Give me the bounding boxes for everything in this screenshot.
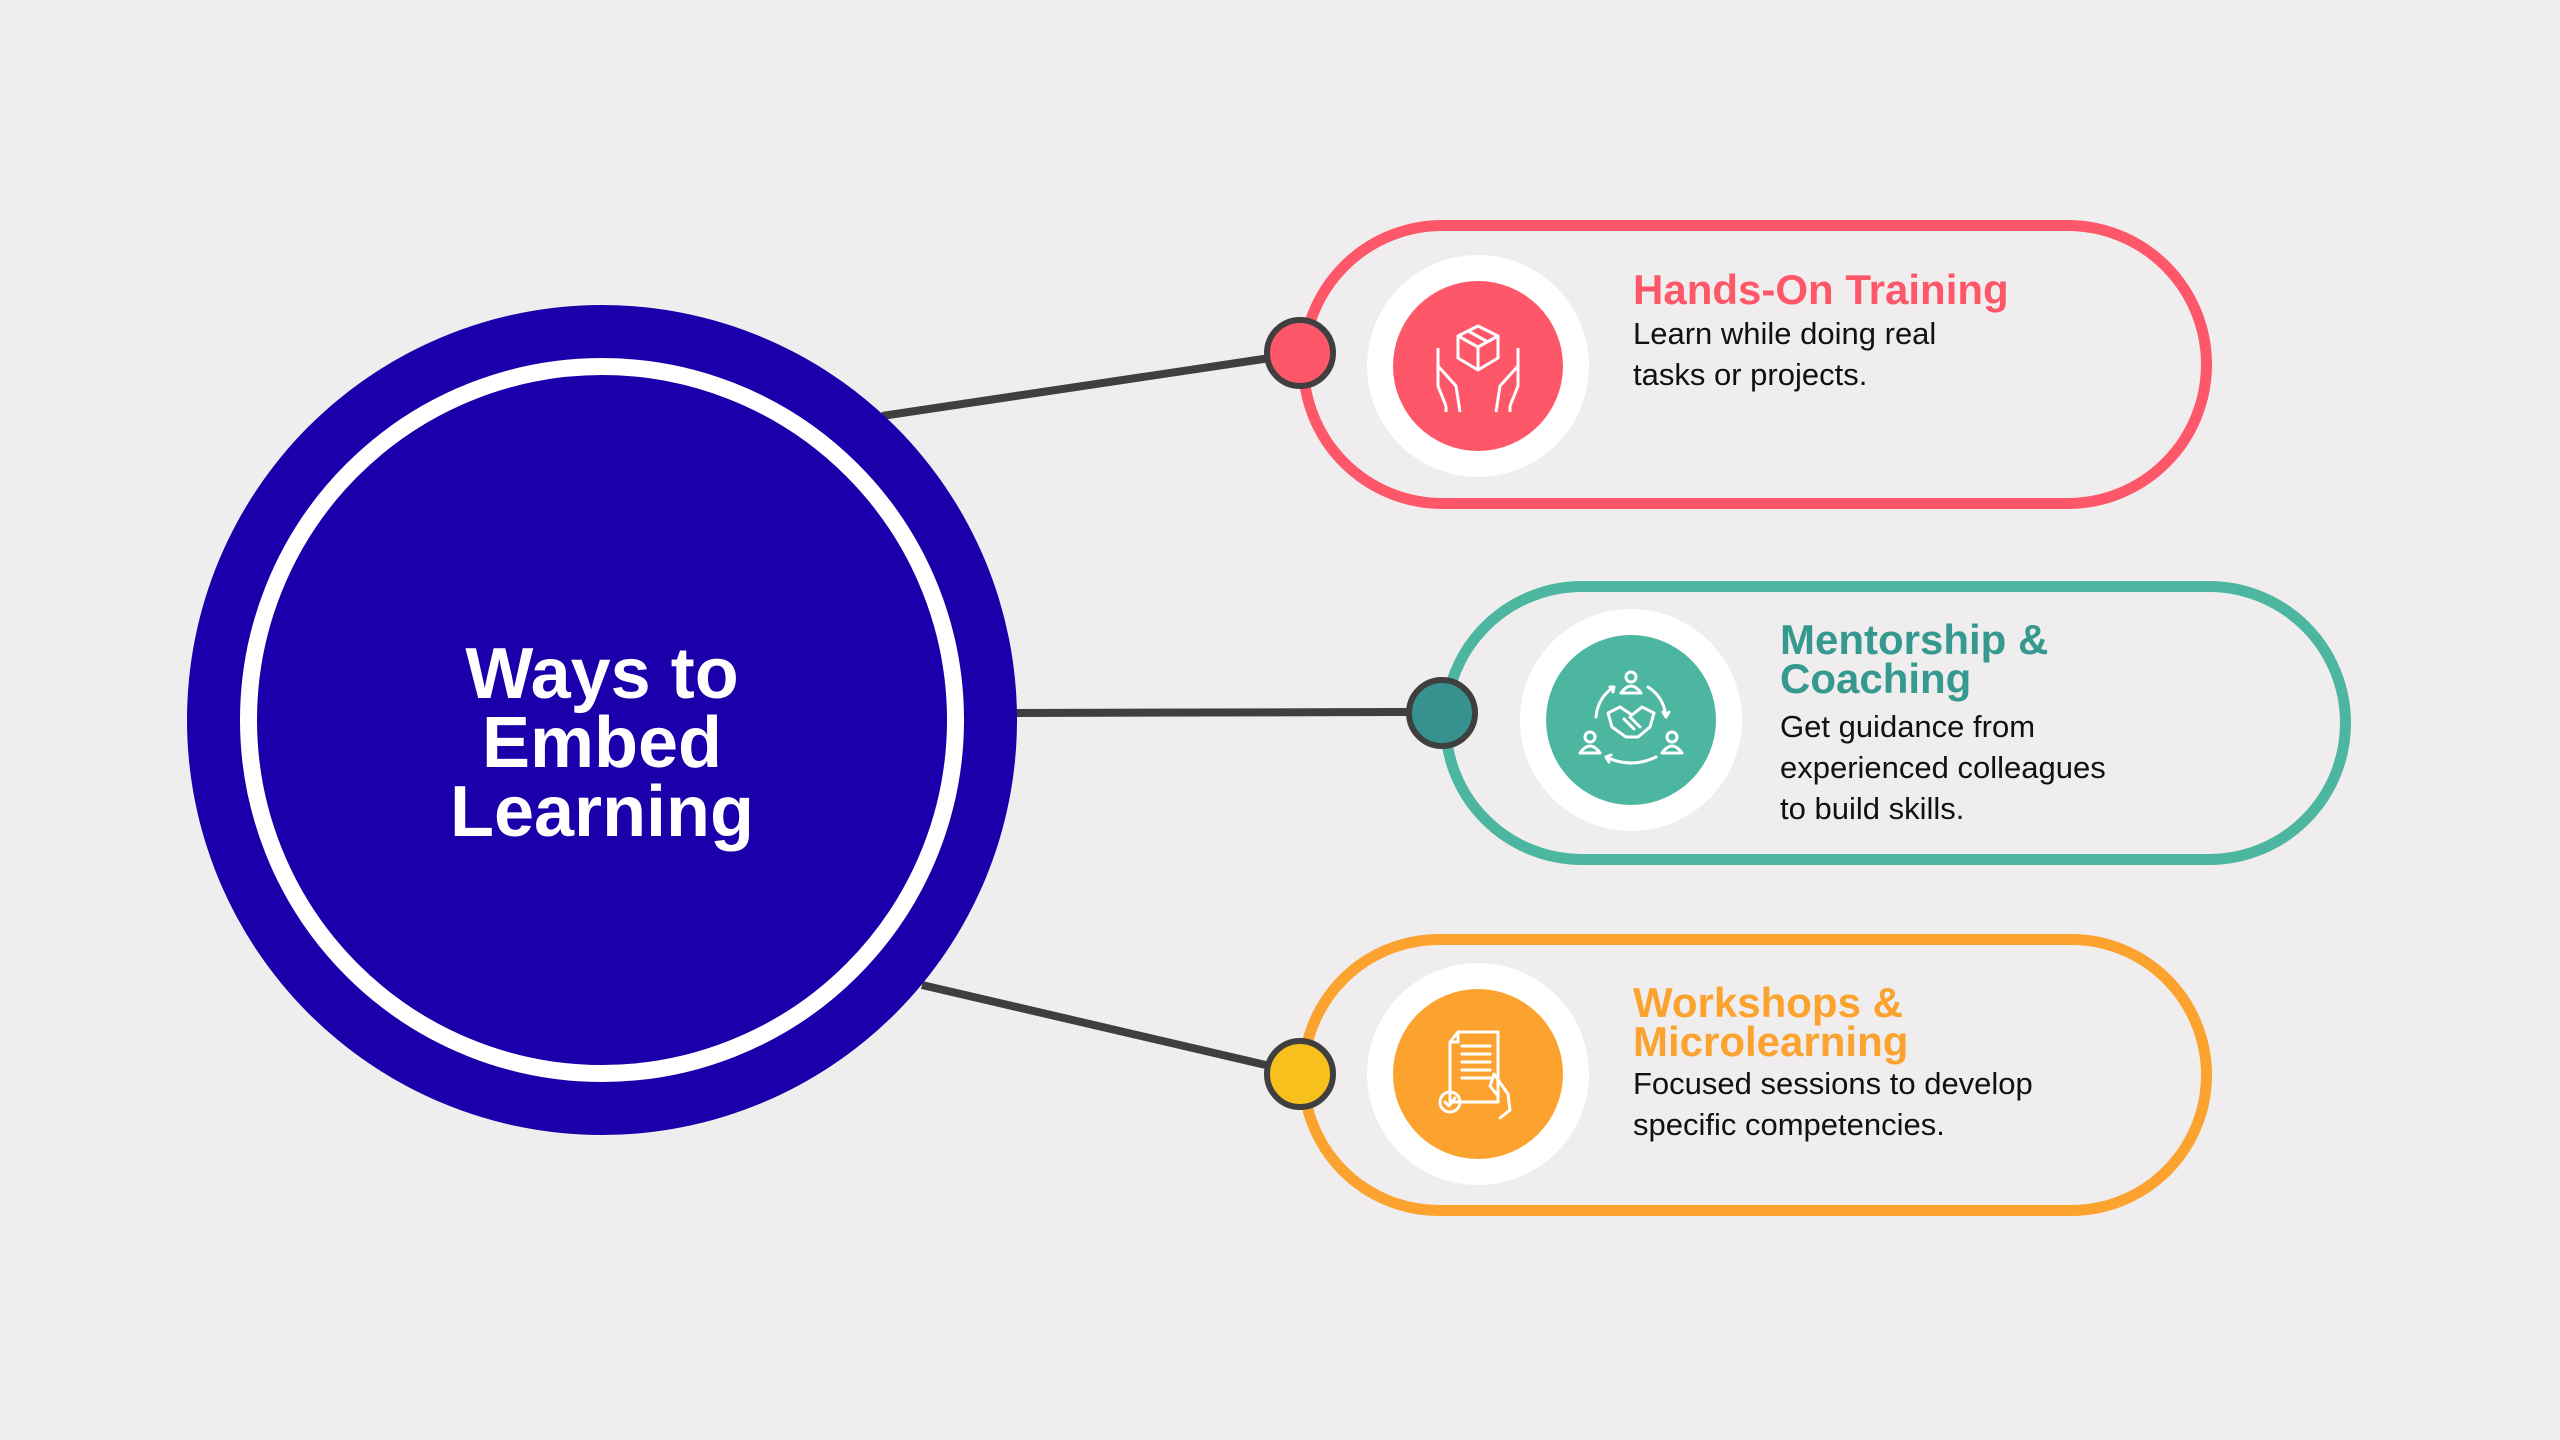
hub-title-line: Embed: [481, 703, 723, 783]
item-description: Learn while doing real tasks or projects…: [1633, 313, 2193, 395]
desc-line: experienced colleagues: [1780, 750, 2106, 785]
connector-line-3: [921, 981, 1271, 1070]
hub-title-line: Ways to: [465, 634, 739, 714]
desc-line: to build skills.: [1780, 791, 1965, 826]
desc-line: tasks or projects.: [1633, 357, 1868, 392]
icon-badge-2: [1520, 609, 1742, 831]
title-line: Coaching: [1780, 655, 1972, 702]
connector-line-1: [881, 354, 1271, 420]
desc-line: Focused sessions to develop: [1633, 1066, 2033, 1101]
item-text-1: Hands-On Training Learn while doing real…: [1633, 266, 2193, 395]
desc-line: Get guidance from: [1780, 709, 2036, 744]
hands-holding-box-icon: [1393, 281, 1563, 451]
icon-badge-3: [1367, 963, 1589, 1185]
title-line: Workshops &: [1633, 979, 1903, 1026]
hub-title: Ways to Embed Learning: [302, 634, 902, 852]
connector-dot-2: [1406, 677, 1478, 749]
item-title: Hands-On Training: [1633, 266, 2009, 313]
document-hand-check-icon: [1393, 989, 1563, 1159]
title-line: Microlearning: [1633, 1018, 1909, 1065]
title-line: Mentorship &: [1780, 616, 2049, 663]
handshake-cycle-icon: [1546, 635, 1716, 805]
item-text-2: Mentorship & Coaching Get guidance from …: [1780, 616, 2340, 829]
item-title: Mentorship & Coaching: [1780, 616, 2340, 702]
connector-line-2: [1015, 708, 1411, 717]
item-description: Focused sessions to develop specific com…: [1633, 1063, 2193, 1145]
hub-title-line: Learning: [449, 772, 755, 852]
item-description: Get guidance from experienced colleagues…: [1780, 706, 2340, 829]
connector-dot-3: [1264, 1038, 1336, 1110]
connector-dot-1: [1264, 317, 1336, 389]
desc-line: Learn while doing real: [1633, 316, 1937, 351]
desc-line: specific competencies.: [1633, 1107, 1945, 1142]
item-text-3: Workshops & Microlearning Focused sessio…: [1633, 979, 2193, 1145]
item-title: Workshops & Microlearning: [1633, 979, 2193, 1065]
icon-badge-1: [1367, 255, 1589, 477]
